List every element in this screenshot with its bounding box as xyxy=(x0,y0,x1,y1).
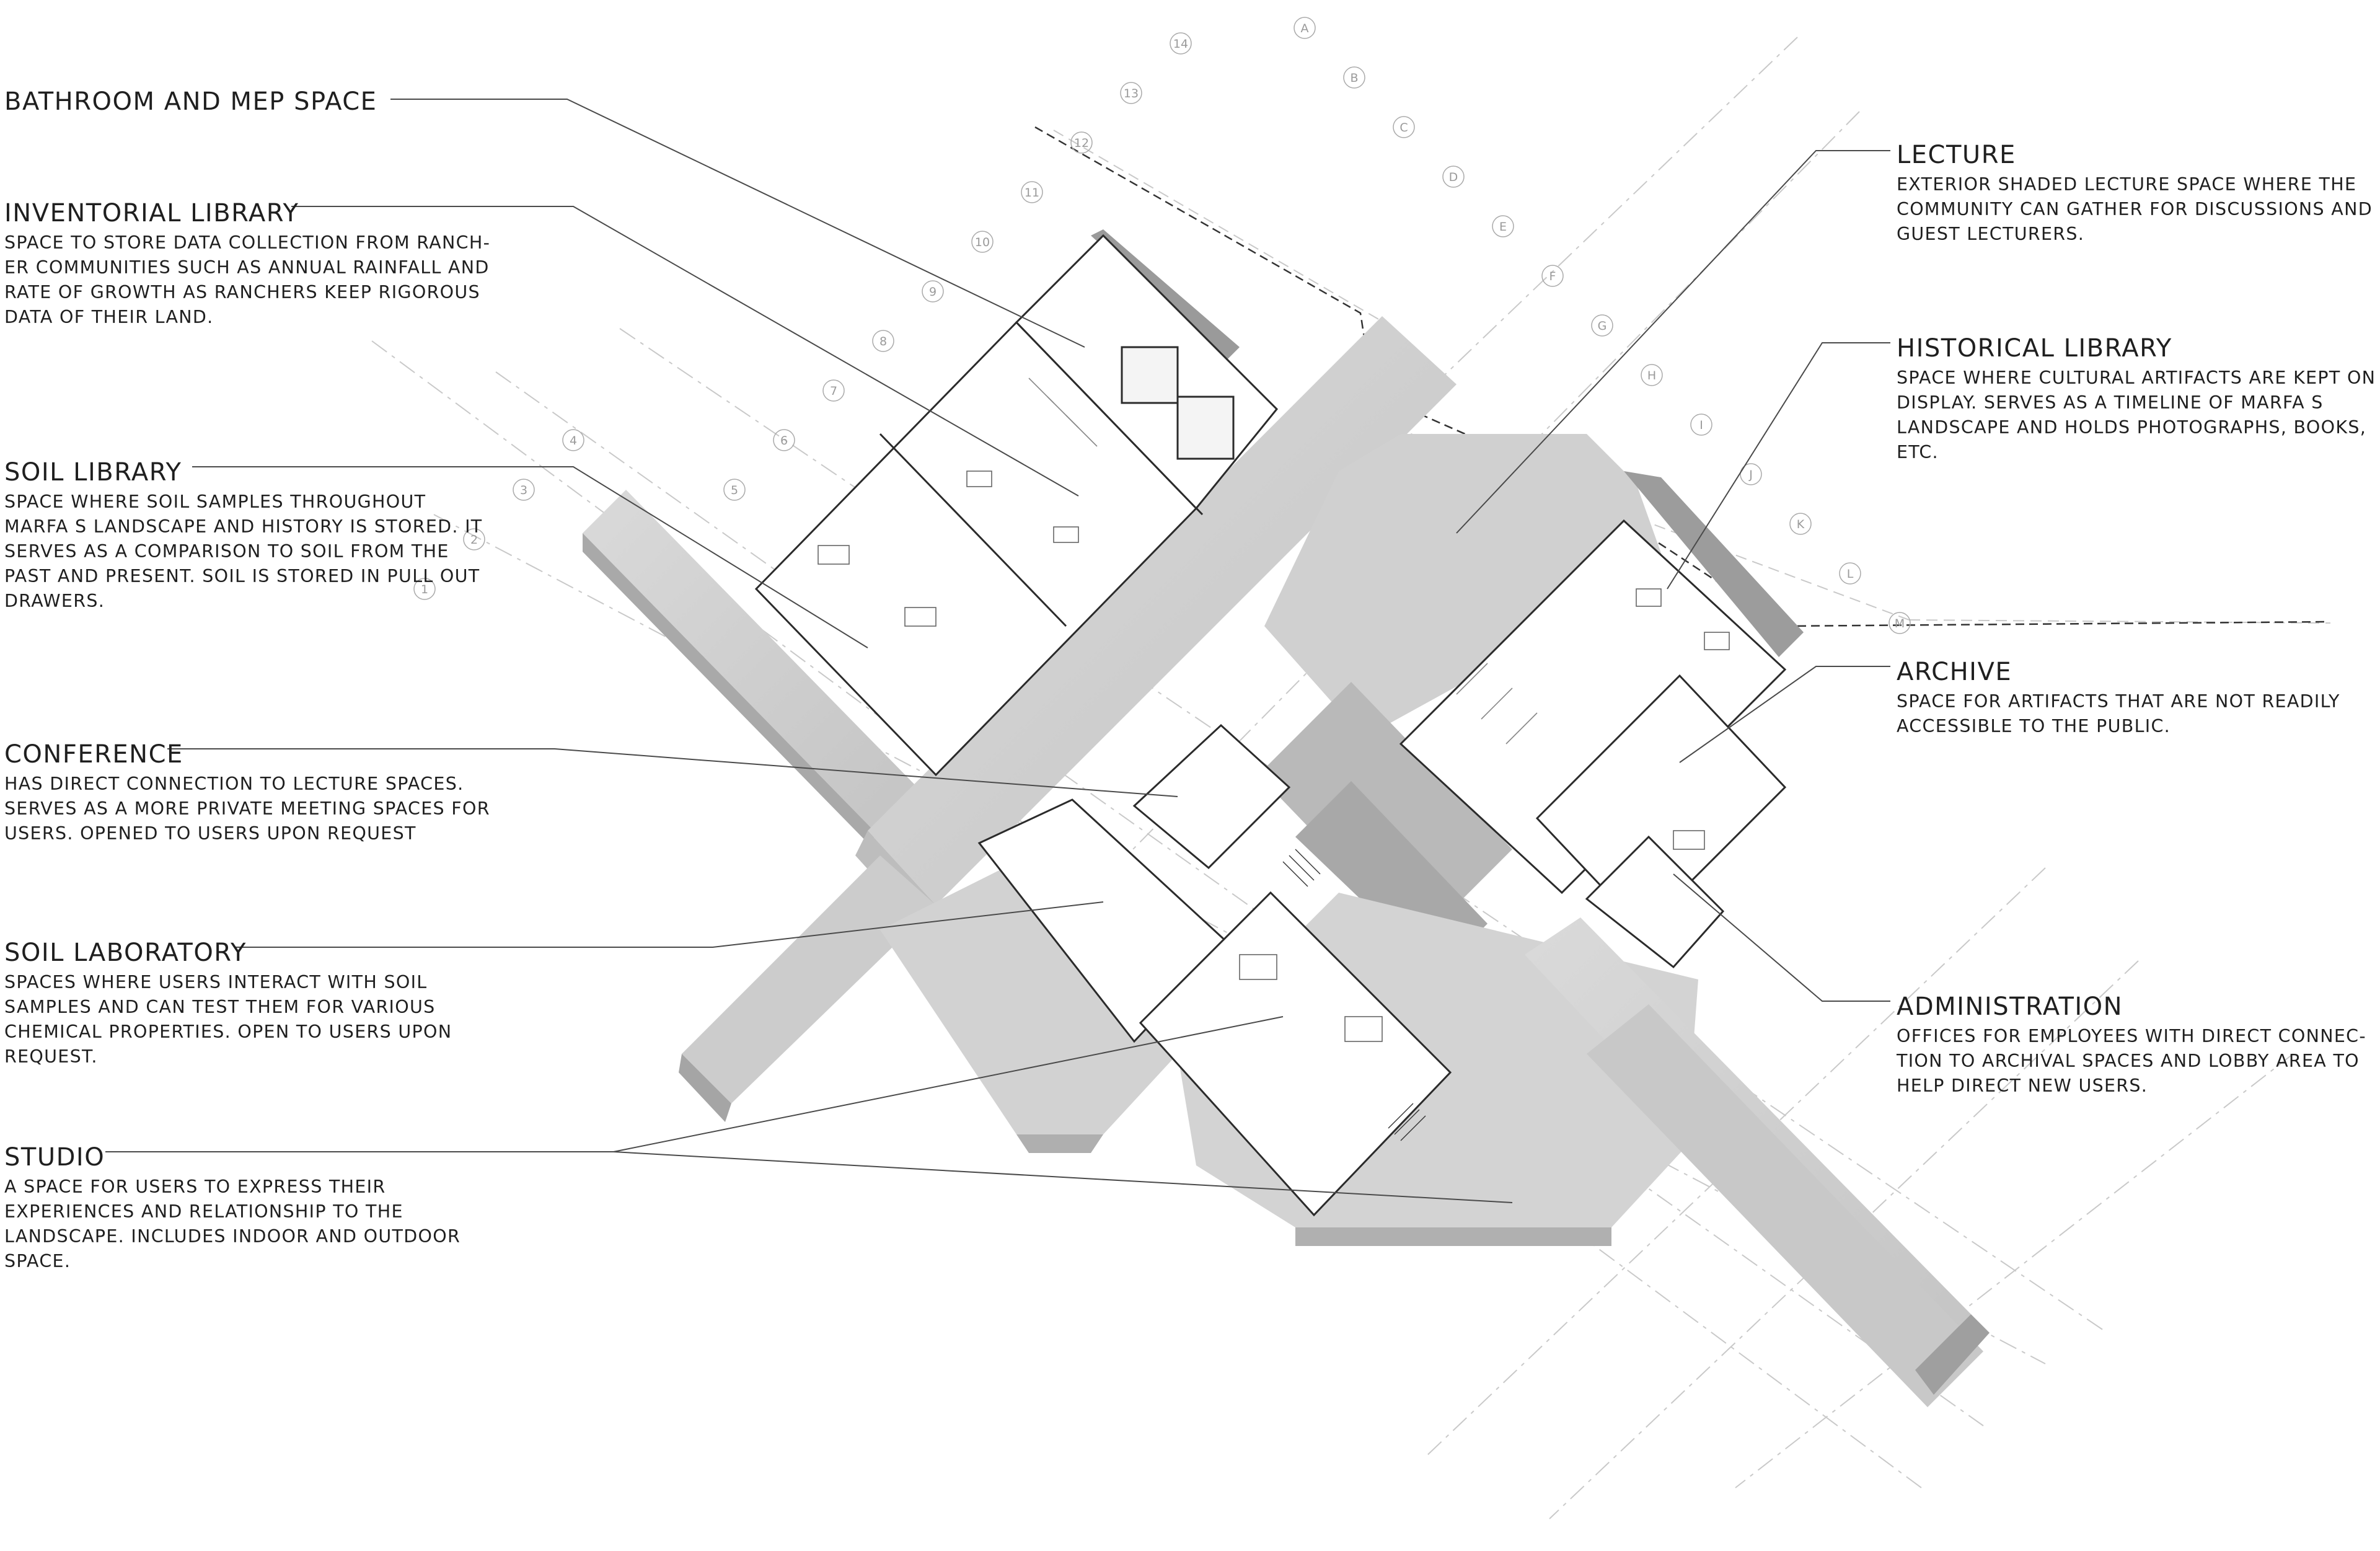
svg-text:4: 4 xyxy=(570,434,577,448)
label-description: OFFICES FOR EMPLOYEES WITH DIRECT CONNEC… xyxy=(1897,1026,2366,1096)
svg-text:B: B xyxy=(1350,71,1358,85)
svg-text:J: J xyxy=(1748,468,1753,482)
svg-text:8: 8 xyxy=(879,335,887,348)
leader-lines xyxy=(105,99,1890,1203)
svg-text:G: G xyxy=(1598,319,1607,333)
leader-soil-lab xyxy=(236,901,1104,948)
label-title: ARCHIVE xyxy=(1897,658,2012,686)
grid-marker-G xyxy=(1591,314,1613,337)
grid-marker-9 xyxy=(922,280,944,303)
svg-text:C: C xyxy=(1399,121,1408,135)
svg-text:F: F xyxy=(1549,270,1556,283)
svg-text:L: L xyxy=(1847,567,1854,581)
grid-marker-F xyxy=(1541,265,1564,287)
grid-marker-13 xyxy=(1120,82,1142,104)
svg-text:6: 6 xyxy=(780,434,788,448)
leader-studio-2 xyxy=(613,1151,1513,1203)
svg-text:11: 11 xyxy=(1025,186,1039,200)
label-title: SOIL LIBRARY xyxy=(4,458,182,487)
leader-administration xyxy=(1673,873,1890,1002)
leader-inventorial xyxy=(291,206,1079,497)
label-description: SPACE WHERE CULTURAL ARTIFACTS ARE KEPT … xyxy=(1897,368,2376,462)
leader-historical xyxy=(1667,342,1890,590)
grid-marker-12 xyxy=(1070,131,1093,154)
svg-text:D: D xyxy=(1449,170,1458,184)
label-title: SOIL LABORATORY xyxy=(4,939,247,967)
grid-marker-B xyxy=(1343,66,1365,89)
label-title: ADMINISTRATION xyxy=(1897,992,2123,1021)
label-description: SPACE TO STORE DATA COLLECTION FROM RANC… xyxy=(4,232,491,327)
leader-archive xyxy=(1679,666,1890,763)
label-description: SPACES WHERE USERS INTERACT WITH SOIL SA… xyxy=(4,972,452,1067)
grid-marker-4 xyxy=(562,429,584,451)
svg-text:5: 5 xyxy=(731,484,738,497)
label-conference: CONFERENCE HAS DIRECT CONNECTION TO LECT… xyxy=(4,740,494,846)
grid-marker-labels: 14 13 12 11 10 9 8 7 6 5 4 3 2 1 A B C D… xyxy=(421,22,1905,630)
label-studio: STUDIO A SPACE FOR USERS TO EXPRESS THEI… xyxy=(4,1142,494,1274)
grid-marker-8 xyxy=(872,330,894,352)
label-description: SPACE WHERE SOIL SAMPLES THROUGHOUT MARF… xyxy=(4,492,483,611)
grid-marker-D xyxy=(1442,166,1465,188)
grid-marker-E xyxy=(1492,215,1514,237)
grid-marker-C xyxy=(1393,116,1415,138)
grid-marker-L xyxy=(1839,562,1861,585)
grid-marker-K xyxy=(1789,513,1812,535)
grid-marker-14 xyxy=(1170,32,1192,55)
label-archive: ARCHIVE SPACE FOR ARTIFACTS THAT ARE NOT… xyxy=(1897,657,2380,739)
label-bathroom-mep: BATHROOM AND MEP SPACE xyxy=(4,87,494,117)
svg-text:2: 2 xyxy=(470,533,478,547)
svg-text:12: 12 xyxy=(1074,136,1089,150)
svg-text:7: 7 xyxy=(830,384,837,398)
grid-marker-6 xyxy=(773,429,795,451)
label-title: HISTORICAL LIBRARY xyxy=(1897,334,2172,363)
concrete-slabs xyxy=(583,229,1990,1407)
label-description: SPACE FOR ARTIFACTS THAT ARE NOT READILY… xyxy=(1897,691,2340,736)
grid-marker-5 xyxy=(723,479,746,501)
grid-marker-1 xyxy=(413,578,436,600)
label-title: CONFERENCE xyxy=(4,740,183,769)
furniture xyxy=(818,378,1730,1141)
label-historical-library: HISTORICAL LIBRARY SPACE WHERE CULTURAL … xyxy=(1897,334,2380,465)
label-title: BATHROOM AND MEP SPACE xyxy=(4,87,377,116)
svg-text:14: 14 xyxy=(1173,37,1188,51)
svg-text:13: 13 xyxy=(1124,87,1139,100)
grid-markers xyxy=(413,17,1911,634)
grid-marker-J xyxy=(1740,463,1762,485)
leader-conference xyxy=(167,748,1178,797)
svg-text:9: 9 xyxy=(929,285,937,299)
leader-soil-library xyxy=(192,466,868,648)
label-title: LECTURE xyxy=(1897,141,2016,169)
grid-marker-2 xyxy=(463,528,485,550)
grid-marker-A xyxy=(1294,17,1316,39)
svg-text:3: 3 xyxy=(520,484,527,497)
label-inventorial-library: INVENTORIAL LIBRARY SPACE TO STORE DATA … xyxy=(4,198,494,330)
grid-marker-H xyxy=(1641,364,1663,386)
svg-text:H: H xyxy=(1647,369,1656,382)
label-soil-laboratory: SOIL LABORATORY SPACES WHERE USERS INTER… xyxy=(4,938,494,1069)
label-lecture: LECTURE EXTERIOR SHADED LECTURE SPACE WH… xyxy=(1897,140,2380,247)
grid-marker-M xyxy=(1889,612,1911,634)
leader-bathroom xyxy=(390,99,1085,348)
svg-text:1: 1 xyxy=(421,583,428,596)
svg-text:K: K xyxy=(1797,518,1805,531)
grid-marker-11 xyxy=(1021,181,1043,203)
grid-marker-10 xyxy=(971,231,994,253)
svg-text:M: M xyxy=(1895,617,1905,630)
svg-text:I: I xyxy=(1699,418,1703,432)
label-description: HAS DIRECT CONNECTION TO LECTURE SPACES.… xyxy=(4,774,490,844)
grid-marker-I xyxy=(1690,413,1712,436)
label-description: A SPACE FOR USERS TO EXPRESS THEIR EXPER… xyxy=(4,1177,461,1271)
label-title: INVENTORIAL LIBRARY xyxy=(4,199,299,228)
label-soil-library: SOIL LIBRARY SPACE WHERE SOIL SAMPLES TH… xyxy=(4,457,494,614)
label-administration: ADMINISTRATION OFFICES FOR EMPLOYEES WIT… xyxy=(1897,992,2380,1098)
svg-text:A: A xyxy=(1301,22,1309,35)
grid-marker-7 xyxy=(822,379,845,402)
svg-text:10: 10 xyxy=(975,236,990,249)
leader-lecture xyxy=(1456,150,1890,534)
grid-marker-3 xyxy=(513,479,535,501)
label-description: EXTERIOR SHADED LECTURE SPACE WHERE THE … xyxy=(1897,174,2373,244)
svg-text:E: E xyxy=(1499,220,1507,234)
label-title: STUDIO xyxy=(4,1143,105,1172)
